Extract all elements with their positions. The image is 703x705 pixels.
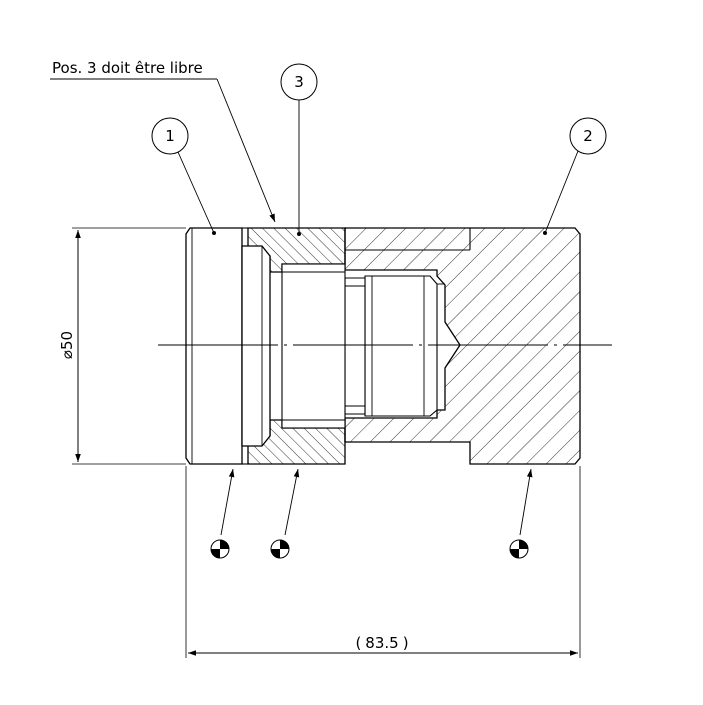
diameter-value: 50 [58, 331, 76, 350]
balloon-3: 3 [280, 63, 318, 236]
part-2-body [344, 227, 581, 465]
balloon-3-label: 3 [294, 73, 304, 91]
part-1-cap [185, 227, 271, 465]
diameter-symbol: ⌀ [58, 350, 76, 359]
paren-open: ( [355, 634, 361, 652]
balloon-2-label: 2 [583, 127, 593, 145]
cog-symbol-3 [509, 468, 533, 559]
svg-text:⌀50: ⌀50 [58, 331, 76, 359]
length-dimension: (83.5) [185, 466, 581, 658]
balloon-2: 2 [543, 117, 607, 235]
balloon-1: 1 [151, 117, 216, 235]
length-value: 83.5 [365, 634, 398, 652]
svg-text:(83.5): (83.5) [355, 634, 408, 652]
note-leader: Pos. 3 doit être libre [50, 59, 276, 223]
paren-close: ) [403, 634, 409, 652]
cog-symbol-1 [210, 468, 235, 559]
balloon-1-label: 1 [165, 127, 175, 145]
part-3-ring [247, 227, 346, 465]
note-text: Pos. 3 doit être libre [52, 59, 203, 77]
diameter-dimension: ⌀50 [58, 227, 186, 465]
cog-symbol-2 [270, 468, 300, 559]
